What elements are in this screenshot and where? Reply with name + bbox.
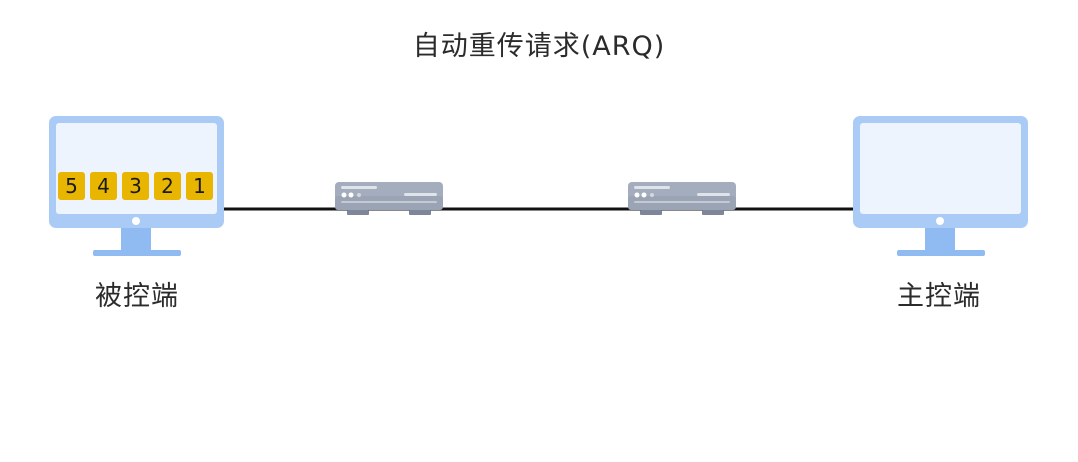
packet-4: 4	[90, 172, 117, 200]
monitor-icon-right	[853, 116, 1028, 256]
packet-5: 5	[58, 172, 85, 200]
node-label-controlled: 被控端	[95, 281, 179, 312]
packet-queue: 5 4 3 2 1	[58, 172, 213, 200]
packet-3: 3	[122, 172, 149, 200]
node-label-controller: 主控端	[897, 281, 981, 312]
packet-1: 1	[186, 172, 213, 200]
router-icon-1	[335, 182, 443, 215]
packet-2: 2	[154, 172, 181, 200]
diagram-title: 自动重传请求(ARQ)	[412, 31, 666, 62]
router-icon-2	[628, 182, 736, 215]
